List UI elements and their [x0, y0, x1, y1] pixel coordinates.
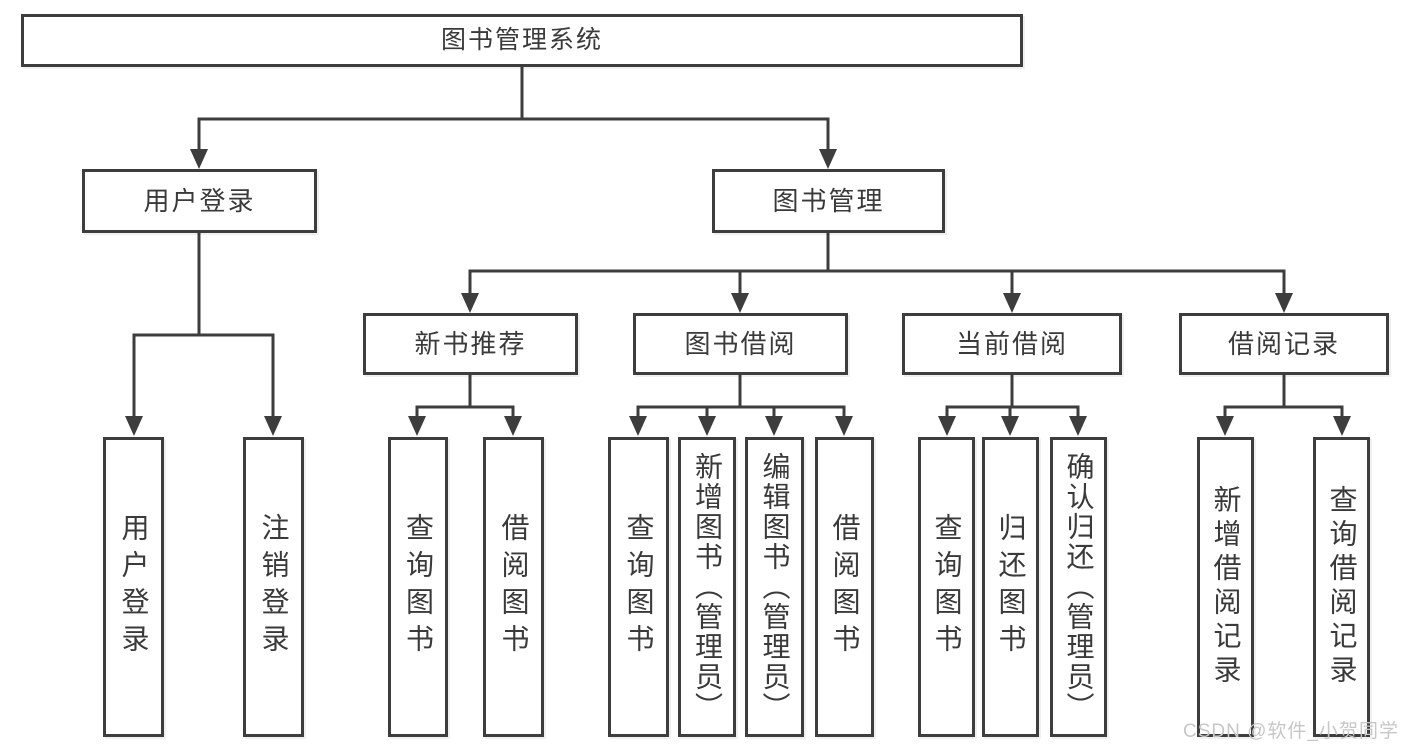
leaf-add-borrow-record: 新增借阅记录	[1197, 437, 1254, 737]
arrow-icon	[264, 416, 282, 436]
node-label: 借阅记录	[1227, 329, 1340, 359]
leaf-add-book-admin: 新增图书（管理员）	[678, 437, 736, 737]
connector-book-management	[468, 233, 1286, 295]
arrowheads	[125, 149, 1351, 436]
node-user-login: 用户登录	[82, 169, 317, 233]
node-label: 查询图书	[931, 513, 963, 661]
leaf-logout: 注销登录	[243, 437, 304, 737]
arrow-icon	[819, 149, 837, 169]
connector-borrow-records	[1223, 375, 1344, 418]
node-label: 归还图书	[995, 513, 1027, 661]
leaf-recommend-query-book: 查询图书	[388, 437, 448, 737]
arrow-icon	[1333, 416, 1351, 436]
connector-user-login	[132, 233, 275, 418]
node-label: 查询图书	[403, 513, 434, 661]
node-label: 图书管理	[772, 186, 885, 216]
arrow-icon	[1069, 416, 1087, 436]
connector-book-borrow	[636, 375, 846, 418]
leaf-current-query-book: 查询图书	[918, 437, 975, 737]
node-label: 确认归还（管理员）	[1063, 452, 1095, 722]
leaf-return-book: 归还图书	[982, 437, 1039, 737]
node-label: 当前借阅	[955, 329, 1068, 359]
node-current-borrow: 当前借阅	[902, 313, 1122, 375]
connector-root	[197, 67, 830, 152]
node-label: 借阅图书	[829, 513, 861, 661]
node-label: 查询借阅记录	[1326, 485, 1358, 689]
arrow-icon	[1003, 293, 1021, 313]
leaf-borrow-book: 借阅图书	[815, 437, 874, 737]
node-label: 图书借阅	[684, 329, 797, 359]
arrow-icon	[408, 416, 426, 436]
arrow-icon	[938, 416, 956, 436]
node-label: 新增借阅记录	[1210, 485, 1242, 689]
arrow-icon	[1275, 293, 1293, 313]
node-label: 用户登录	[118, 513, 150, 661]
node-new-book-recommend: 新书推荐	[363, 313, 578, 375]
arrow-icon	[765, 416, 783, 436]
leaf-recommend-borrow-book: 借阅图书	[483, 437, 544, 737]
leaf-confirm-return-admin: 确认归还（管理员）	[1050, 437, 1107, 737]
arrow-icon	[461, 293, 479, 313]
node-label: 注销登录	[258, 513, 290, 661]
arrow-icon	[731, 293, 749, 313]
leaf-edit-book-admin: 编辑图书（管理员）	[745, 437, 804, 737]
arrow-icon	[1216, 416, 1234, 436]
arrow-icon	[629, 416, 647, 436]
arrow-icon	[835, 416, 853, 436]
leaf-user-login: 用户登录	[103, 437, 164, 737]
arrow-icon	[1001, 416, 1019, 436]
node-label: 编辑图书（管理员）	[759, 452, 791, 722]
arrow-icon	[125, 416, 143, 436]
node-label: 图书管理系统	[440, 26, 603, 54]
connector-current-borrow	[945, 375, 1080, 418]
node-library-management-system: 图书管理系统	[21, 14, 1023, 67]
node-book-management: 图书管理	[712, 169, 945, 233]
leaf-query-borrow-record: 查询借阅记录	[1313, 437, 1370, 737]
node-book-borrow: 图书借阅	[633, 313, 848, 375]
node-label: 用户登录	[143, 186, 256, 216]
connector-new-book-recommend	[415, 375, 515, 418]
node-borrow-records: 借阅记录	[1179, 313, 1389, 375]
node-label: 查询图书	[623, 513, 655, 661]
node-label: 新增图书（管理员）	[692, 452, 723, 722]
node-label: 新书推荐	[414, 329, 527, 359]
leaf-borrow-query-book: 查询图书	[608, 437, 669, 737]
csdn-watermark: CSDN @软件_小贺同学	[1183, 721, 1399, 742]
node-label: 借阅图书	[498, 513, 530, 661]
arrow-icon	[698, 416, 716, 436]
arrow-icon	[504, 416, 522, 436]
arrow-icon	[190, 149, 208, 169]
